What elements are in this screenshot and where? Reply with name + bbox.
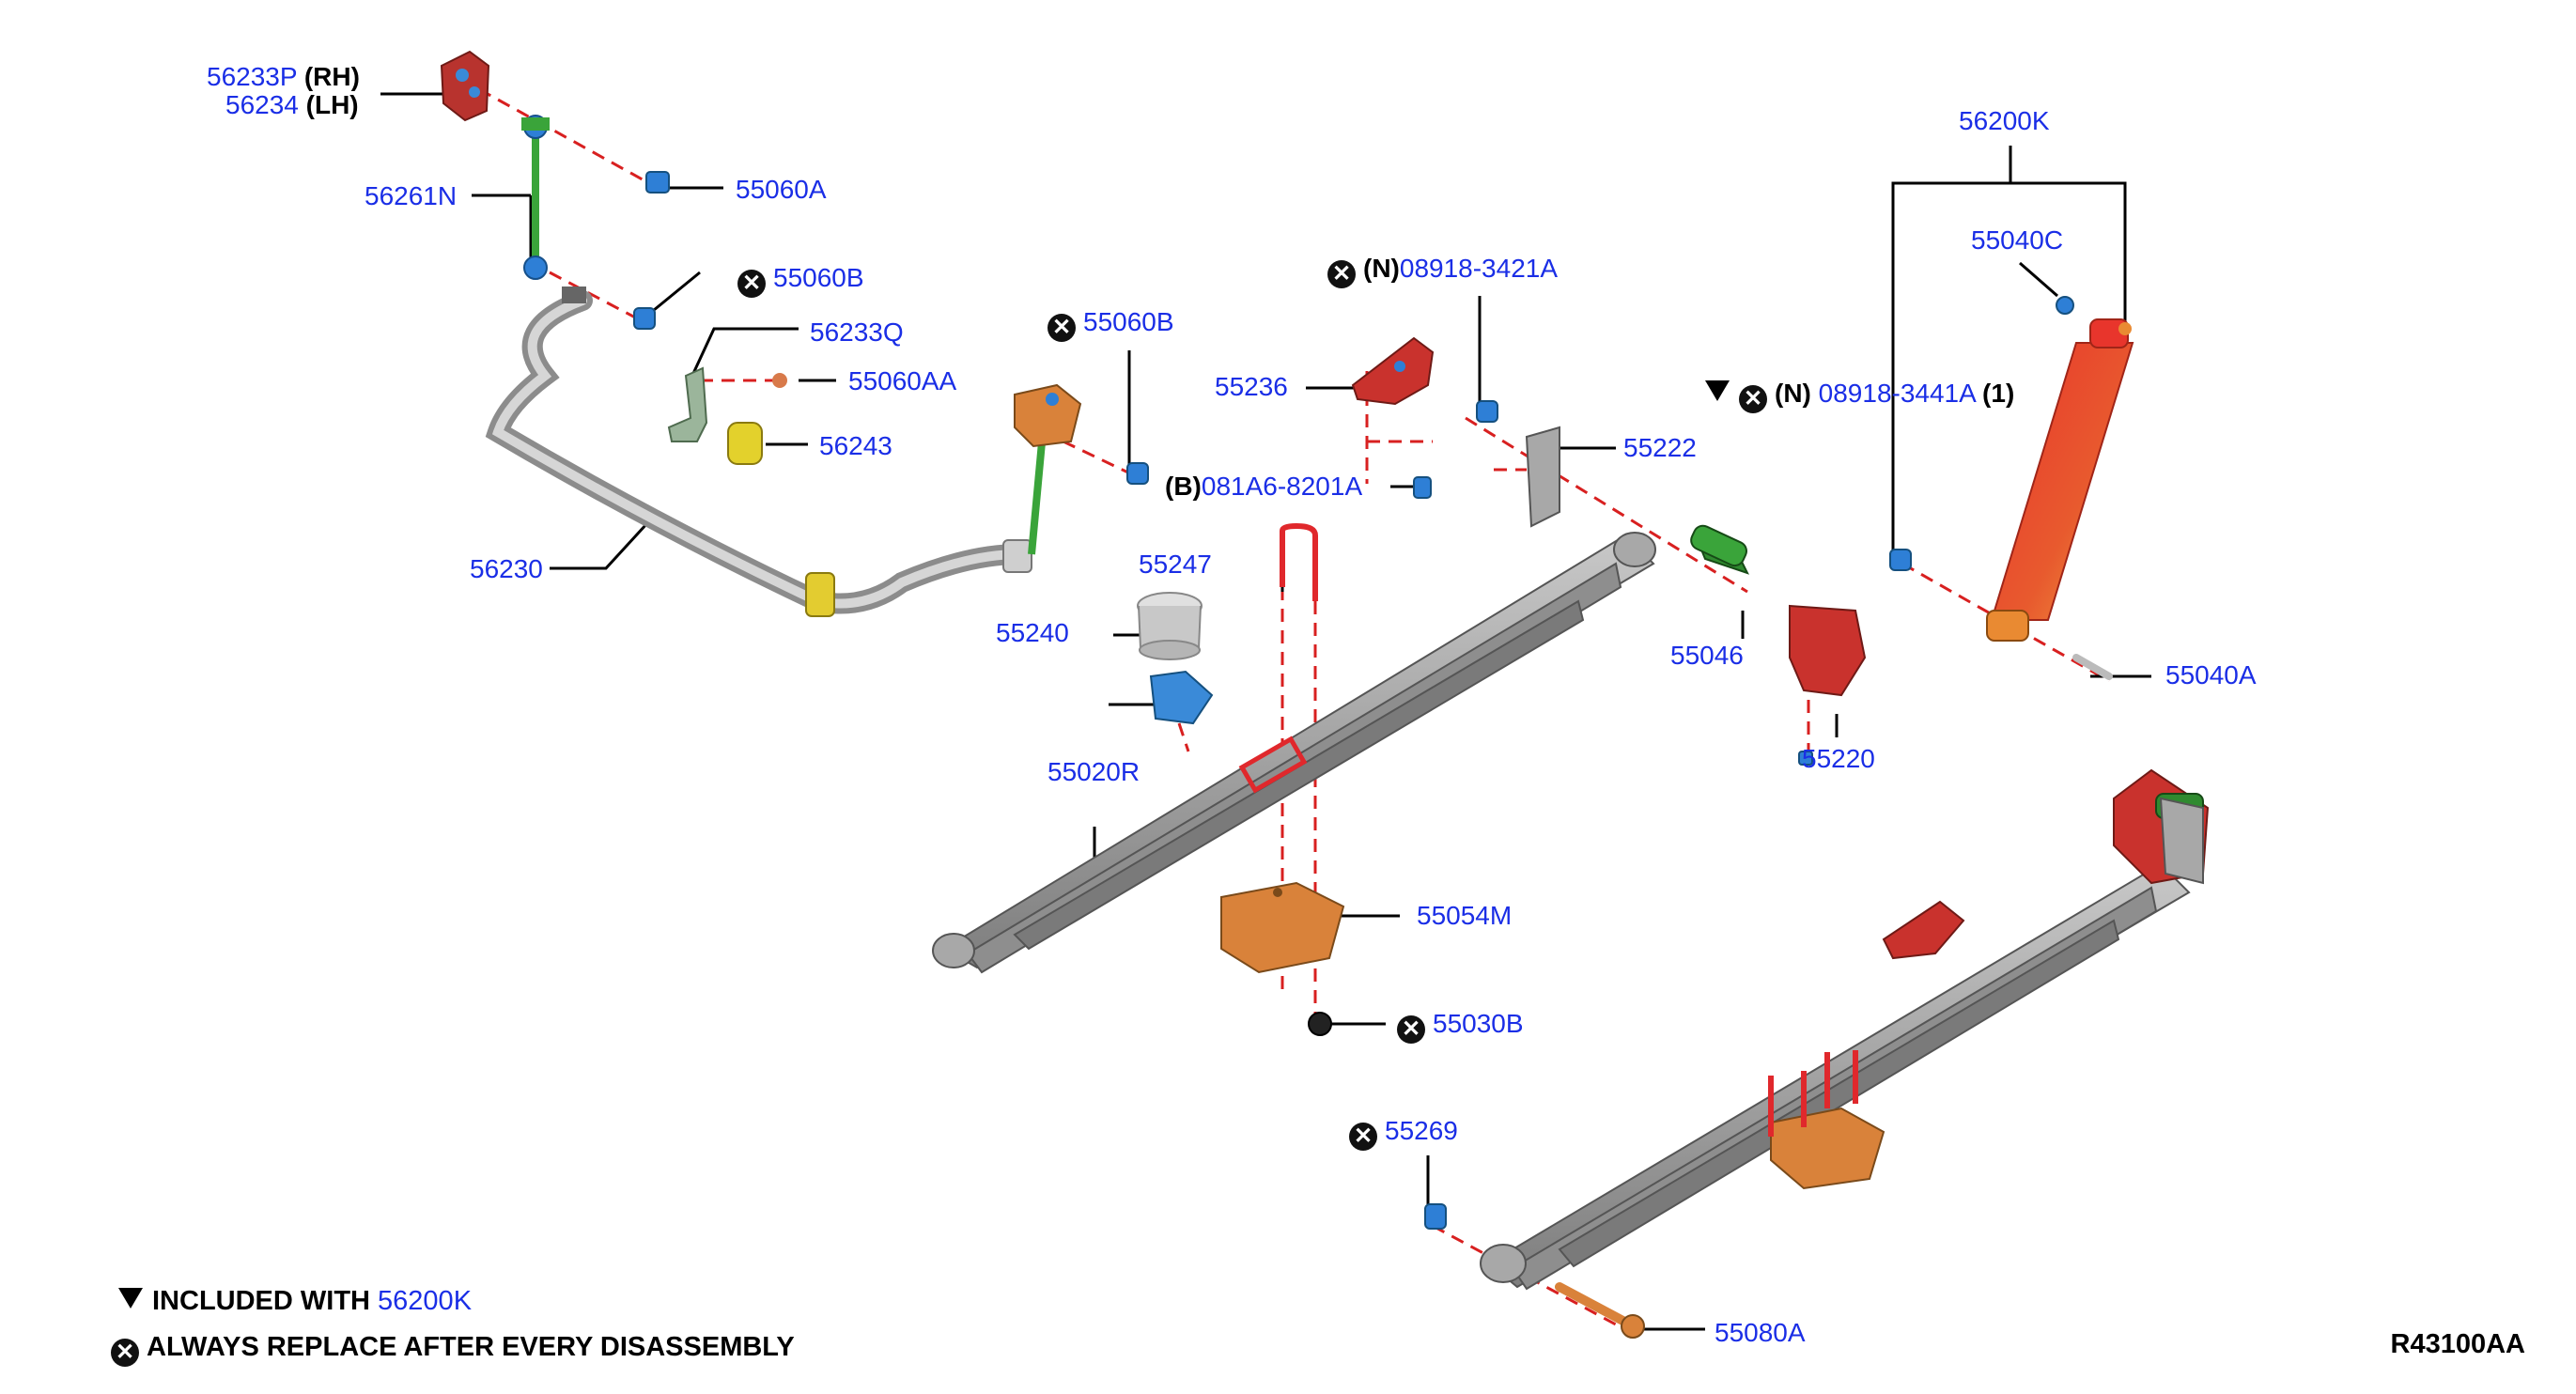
- part-label-56261N[interactable]: 56261N: [365, 181, 457, 211]
- part-label-56233Q[interactable]: 56233Q: [810, 318, 904, 348]
- u-bolt-nut: [1308, 1012, 1332, 1036]
- always-replace-icon: ✕: [111, 1339, 139, 1367]
- part-number: 56234: [225, 90, 299, 119]
- part-number: 55240: [996, 618, 1069, 647]
- part-prefix: (B): [1165, 472, 1202, 501]
- part-number: 56200K: [1959, 106, 2050, 135]
- stabilizer-bar: [485, 287, 1032, 617]
- part-label-56234[interactable]: 56234 (LH): [225, 90, 359, 120]
- part-number: 55220: [1802, 744, 1875, 773]
- always-replace-icon: ✕: [1349, 1123, 1377, 1151]
- part-number: 55054M: [1417, 901, 1513, 930]
- leader-lines: [380, 92, 2151, 1331]
- part-label-55080A[interactable]: 55080A: [1715, 1318, 1806, 1348]
- u-bolt: [1280, 522, 1318, 601]
- part-suffix: (1): [1982, 379, 2015, 408]
- part-number: 55060B: [1083, 307, 1174, 336]
- part-label-55060B-1[interactable]: ✕55060B: [737, 263, 864, 298]
- stabilizer-link: [521, 115, 550, 280]
- always-replace-icon: ✕: [1327, 260, 1356, 288]
- part-label-56200K[interactable]: 56200K: [1959, 106, 2050, 136]
- clamp-and-bushing: [667, 366, 787, 465]
- part-number: 55046: [1670, 641, 1744, 670]
- part-label-55054M[interactable]: 55054M: [1417, 901, 1512, 931]
- diagram-code: R43100AA: [2390, 1329, 2525, 1359]
- part-suffix: (RH): [303, 62, 360, 91]
- part-number: 55080A: [1715, 1318, 1806, 1347]
- part-label-08918-3421A[interactable]: ✕(N)08918-3421A: [1327, 254, 1558, 288]
- part-label-55046[interactable]: 55046: [1670, 641, 1744, 671]
- always-replace-icon: ✕: [1047, 314, 1076, 342]
- included-with-icon: [118, 1288, 143, 1309]
- always-replace-icon: ✕: [1739, 385, 1767, 413]
- part-label-56243[interactable]: 56243: [819, 431, 892, 461]
- shackle-bushing: [1690, 524, 1749, 575]
- leaf-spring-upper: [932, 532, 1656, 974]
- leaf-spring-assembled: [1480, 768, 2210, 1339]
- spring-seat: [1220, 881, 1345, 974]
- part-number: 56230: [470, 554, 543, 583]
- legend-included-text: INCLUDED WITH: [152, 1286, 370, 1316]
- part-label-08918-3441A[interactable]: ✕ (N) 08918-3441A (1): [1705, 379, 2014, 413]
- right-stabilizer-link: [1014, 383, 1082, 555]
- legend-included-ref[interactable]: 56200K: [378, 1286, 473, 1316]
- part-number: 55060AA: [848, 366, 957, 395]
- included-with-icon: [1705, 380, 1730, 401]
- part-number: 55040A: [2165, 660, 2257, 689]
- part-label-55040C[interactable]: 55040C: [1971, 225, 2063, 256]
- part-label-55030B[interactable]: ✕ 55030B: [1397, 1009, 1524, 1044]
- part-label-55060A[interactable]: 55060A: [736, 175, 827, 205]
- part-number: 081A6-8201A: [1201, 472, 1363, 501]
- shackle-plate: [1525, 426, 1560, 528]
- part-number: 55040C: [1971, 225, 2064, 255]
- fasteners: [633, 171, 1912, 1230]
- part-prefix: (N): [1775, 379, 1811, 408]
- part-number: 55247: [1139, 550, 1212, 579]
- part-label-55220[interactable]: 55220: [1802, 744, 1875, 774]
- spring-hanger-bracket: [1351, 336, 1435, 406]
- part-prefix: (N): [1363, 254, 1400, 283]
- part-number: 55020R: [1047, 757, 1141, 786]
- part-number: 08918-3421A: [1399, 254, 1559, 283]
- shackle: [1789, 604, 1867, 697]
- part-label-56233P[interactable]: 56233P (RH): [207, 62, 360, 92]
- part-label-55040A[interactable]: 55040A: [2165, 660, 2257, 690]
- legend-included-with: INCLUDED WITH 56200K: [118, 1285, 472, 1317]
- part-number: 55269: [1385, 1116, 1458, 1145]
- part-label-55222[interactable]: 55222: [1623, 433, 1697, 463]
- part-label-55247[interactable]: 55247: [1139, 550, 1212, 580]
- part-label-55236[interactable]: 55236: [1215, 372, 1288, 402]
- part-number: 56261N: [365, 181, 458, 210]
- stabilizer-upper-bracket: [440, 50, 490, 122]
- part-label-55269[interactable]: ✕ 55269: [1349, 1116, 1458, 1151]
- part-label-55060AA[interactable]: 55060AA: [848, 366, 956, 396]
- shock-absorber: [1986, 296, 2134, 680]
- bump-stop-bracket: [1149, 670, 1214, 725]
- part-number: 55060A: [736, 175, 827, 204]
- part-number: 56233Q: [810, 318, 904, 347]
- part-number: 55236: [1215, 372, 1288, 401]
- legend-replace-text: ALWAYS REPLACE AFTER EVERY DISASSEMBLY: [147, 1332, 795, 1362]
- part-label-56230[interactable]: 56230: [470, 554, 543, 584]
- always-replace-icon: ✕: [1397, 1015, 1425, 1044]
- part-suffix: (LH): [305, 90, 359, 119]
- legend-always-replace: ✕ ALWAYS REPLACE AFTER EVERY DISASSEMBLY: [111, 1331, 795, 1367]
- part-label-081A6-8201A[interactable]: (B)081A6-8201A: [1165, 472, 1362, 502]
- bump-stop: [1137, 592, 1203, 660]
- part-label-55060B-2[interactable]: ✕55060B: [1047, 307, 1174, 342]
- part-number: 55222: [1623, 433, 1697, 462]
- part-label-55240[interactable]: 55240: [996, 618, 1069, 648]
- always-replace-icon: ✕: [737, 270, 766, 298]
- part-number: 56243: [819, 431, 892, 460]
- part-number: 08918-3441A: [1818, 379, 1976, 408]
- part-label-55020R[interactable]: 55020R: [1047, 757, 1140, 787]
- part-number: 55060B: [773, 263, 864, 292]
- part-number: 56233P: [207, 62, 298, 91]
- part-number: 55030B: [1433, 1009, 1524, 1038]
